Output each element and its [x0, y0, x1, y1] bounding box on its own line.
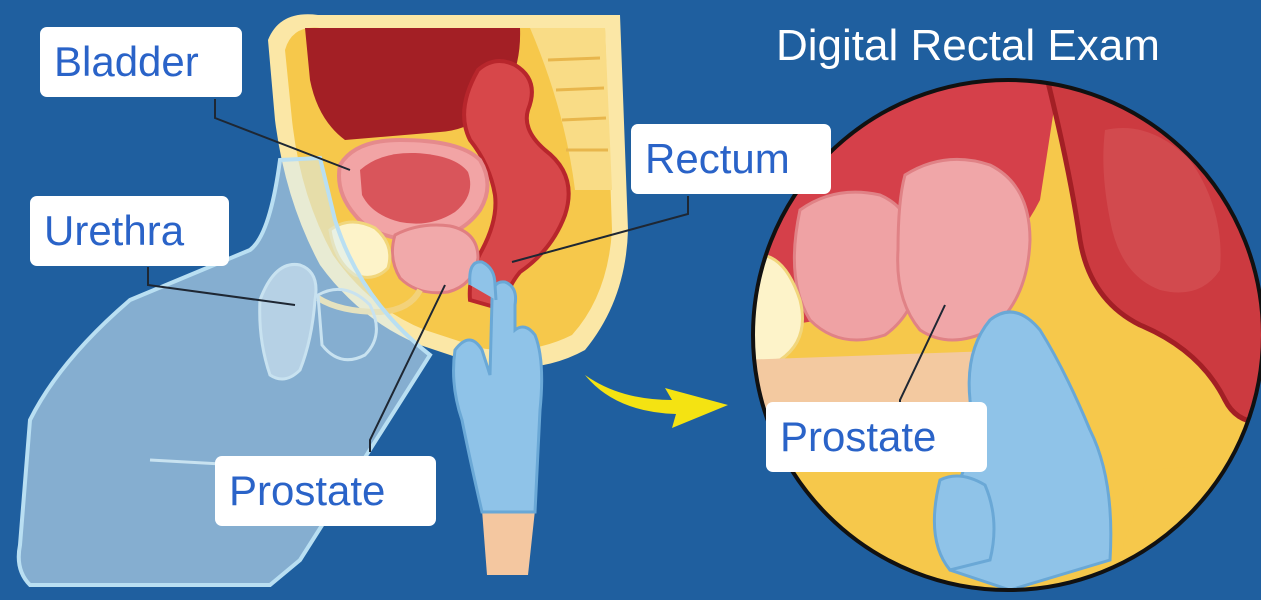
leader-lines: [147, 99, 689, 452]
prostate-zoom-label: Prostate: [766, 402, 987, 472]
urethra-label: Urethra: [30, 196, 229, 266]
gloved-hand: [452, 260, 544, 575]
bladder-label: Bladder: [40, 27, 242, 97]
zoom-circle-border: [751, 78, 1261, 592]
rectum: [462, 59, 571, 313]
page-title: Digital Rectal Exam: [776, 21, 1160, 70]
sacrum: [530, 28, 612, 190]
prostate-label: Prostate: [215, 456, 436, 526]
zoom-view: [753, 80, 1261, 590]
bladder-inner: [360, 152, 471, 224]
prostate: [390, 223, 480, 295]
rectum-label: Rectum: [631, 124, 831, 194]
arrow-icon: [585, 375, 728, 428]
